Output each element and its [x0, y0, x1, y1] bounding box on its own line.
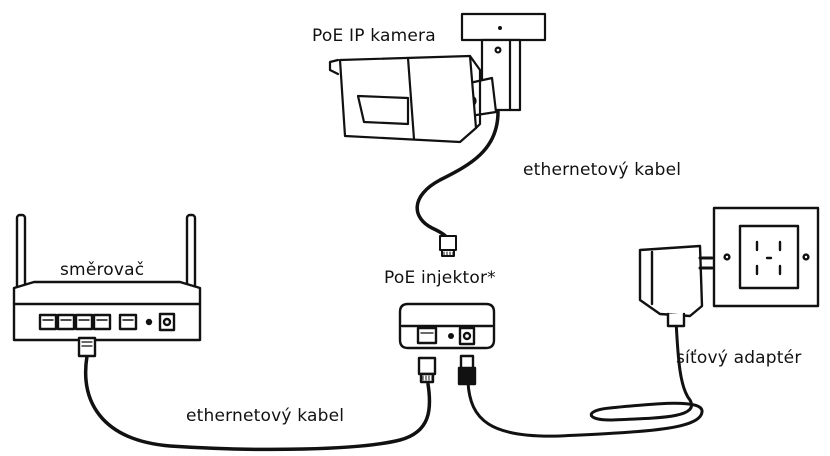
ethernet-cable-camera	[415, 110, 500, 242]
ethernet-cable-label: ethernetový kabel	[523, 160, 682, 180]
power-cable	[466, 318, 704, 438]
power-adapter-icon	[638, 244, 714, 328]
injector-label: PoE injektor*	[384, 268, 496, 288]
rj45-connector-icon	[439, 235, 457, 257]
ethernet-cable-label-bottom: ethernetový kabel	[186, 406, 345, 426]
camera-label: PoE IP kamera	[312, 26, 436, 46]
camera-icon	[328, 12, 547, 144]
poe-injector-icon	[398, 302, 496, 384]
dc-plug-icon	[457, 354, 477, 386]
wall-outlet-icon	[712, 206, 820, 308]
ethernet-cable-router-injector	[84, 354, 432, 452]
power-adapter-label: síťový adaptér	[676, 348, 802, 368]
router-label: směrovač	[60, 260, 145, 280]
router-icon	[12, 213, 202, 358]
